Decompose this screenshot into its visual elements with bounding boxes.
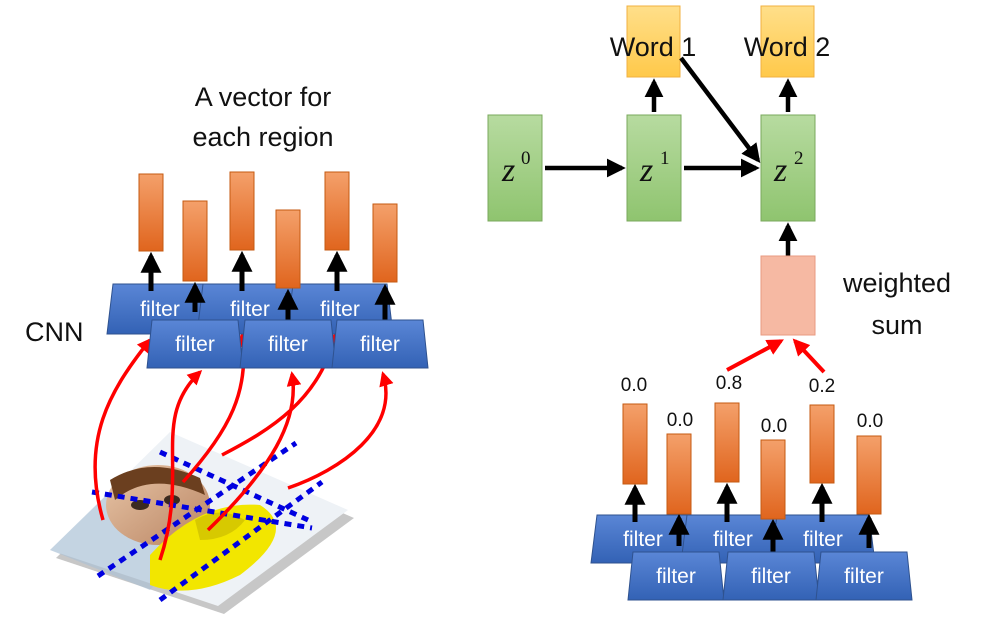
region-to-filter-arrow-4 [206, 371, 302, 532]
attention-weight-6: 0.0 [857, 411, 883, 432]
weighted-sum-box [760, 255, 816, 336]
region-vector-3 [229, 171, 255, 251]
attention-arrows [726, 338, 826, 374]
state-z2: z 2 [760, 114, 816, 222]
cnn-filter-front-2: filter [239, 319, 337, 369]
word-2-box [760, 5, 815, 78]
state-z0: z 0 [487, 114, 543, 222]
filter-label: filter [623, 528, 663, 551]
filter-label: filter [751, 565, 791, 588]
filter-label: filter [140, 298, 180, 321]
attention-weight-1: 0.0 [621, 375, 647, 396]
filter-label: filter [844, 565, 884, 588]
z0-symbol: z [501, 152, 515, 189]
state-z1: z 1 [626, 114, 682, 222]
filter-label: filter [713, 528, 753, 551]
attention-weight-5: 0.2 [809, 376, 835, 397]
z2-symbol: z [773, 152, 787, 189]
decoder-arrows [545, 56, 798, 256]
filter-label: filter [803, 528, 843, 551]
filter-label: filter [268, 333, 308, 356]
left-title-line1: A vector for [195, 82, 332, 112]
attention-region-vectors [622, 402, 882, 520]
region-vectors [138, 171, 398, 289]
left-title-line2: each region [192, 122, 333, 152]
word-2-label: Word 2 [744, 32, 831, 62]
attention-filter-front-3: filter [815, 551, 913, 601]
attention-vector-5 [809, 404, 835, 484]
filter-label: filter [360, 333, 400, 356]
attention-vector-3 [714, 402, 740, 483]
region-to-filter-arrow-6 [287, 371, 394, 490]
region-vector-1 [138, 173, 164, 252]
attention-arrow-left [726, 339, 784, 372]
z2-superscript: 2 [794, 148, 804, 169]
cnn-filter-front-3: filter [331, 319, 429, 369]
region-vector-5 [324, 171, 350, 251]
filter-label: filter [320, 298, 360, 321]
attention-weight-4: 0.0 [761, 416, 787, 437]
attention-vector-1 [622, 403, 648, 485]
region-to-filter-arrow-1 [93, 337, 152, 521]
attention-filter-back-2: filter [680, 514, 786, 564]
region-vector-4 [275, 209, 301, 289]
attention-weight-3: 0.8 [716, 373, 742, 394]
attention-filter-front-1: filter [627, 551, 725, 601]
attention-arrow-right [792, 338, 826, 374]
word-1-label: Word 1 [610, 32, 697, 62]
filter-label: filter [230, 298, 270, 321]
filter-to-vector-arrows [140, 250, 396, 326]
attention-filter-back-3: filter [770, 514, 876, 564]
attention-filter-front-2: filter [722, 551, 820, 601]
region-vector-2 [182, 200, 208, 282]
region-to-filter-arrows [93, 332, 394, 561]
weighted-sum-label-line1: weighted [842, 268, 951, 298]
attention-filters-front-row: filter filter filter [627, 551, 913, 601]
weighted-sum-label-line2: sum [871, 310, 922, 340]
region-vector-6 [372, 203, 398, 283]
attention-vector-2 [666, 433, 692, 515]
cnn-label: CNN [25, 317, 84, 347]
filter-label: filter [656, 565, 696, 588]
filter-label: filter [175, 333, 215, 356]
attention-filter-to-vector-arrows [624, 482, 880, 552]
attention-vector-6 [856, 435, 882, 515]
input-image [50, 432, 354, 614]
z1-symbol: z [639, 152, 653, 189]
cnn-filters-front-row: filter filter filter [146, 319, 429, 369]
z1-superscript: 1 [660, 148, 670, 169]
word-1-box [626, 5, 681, 78]
cnn-filter-front-1: filter [146, 319, 244, 369]
arrow-word1-to-z2 [679, 56, 761, 164]
region-to-filter-arrow-2 [158, 369, 203, 561]
attention-vector-4 [760, 439, 786, 520]
attention-weight-2: 0.0 [667, 410, 693, 431]
z0-superscript: 0 [521, 148, 531, 169]
attention-weights: 0.0 0.0 0.8 0.0 0.2 0.0 [621, 373, 883, 437]
